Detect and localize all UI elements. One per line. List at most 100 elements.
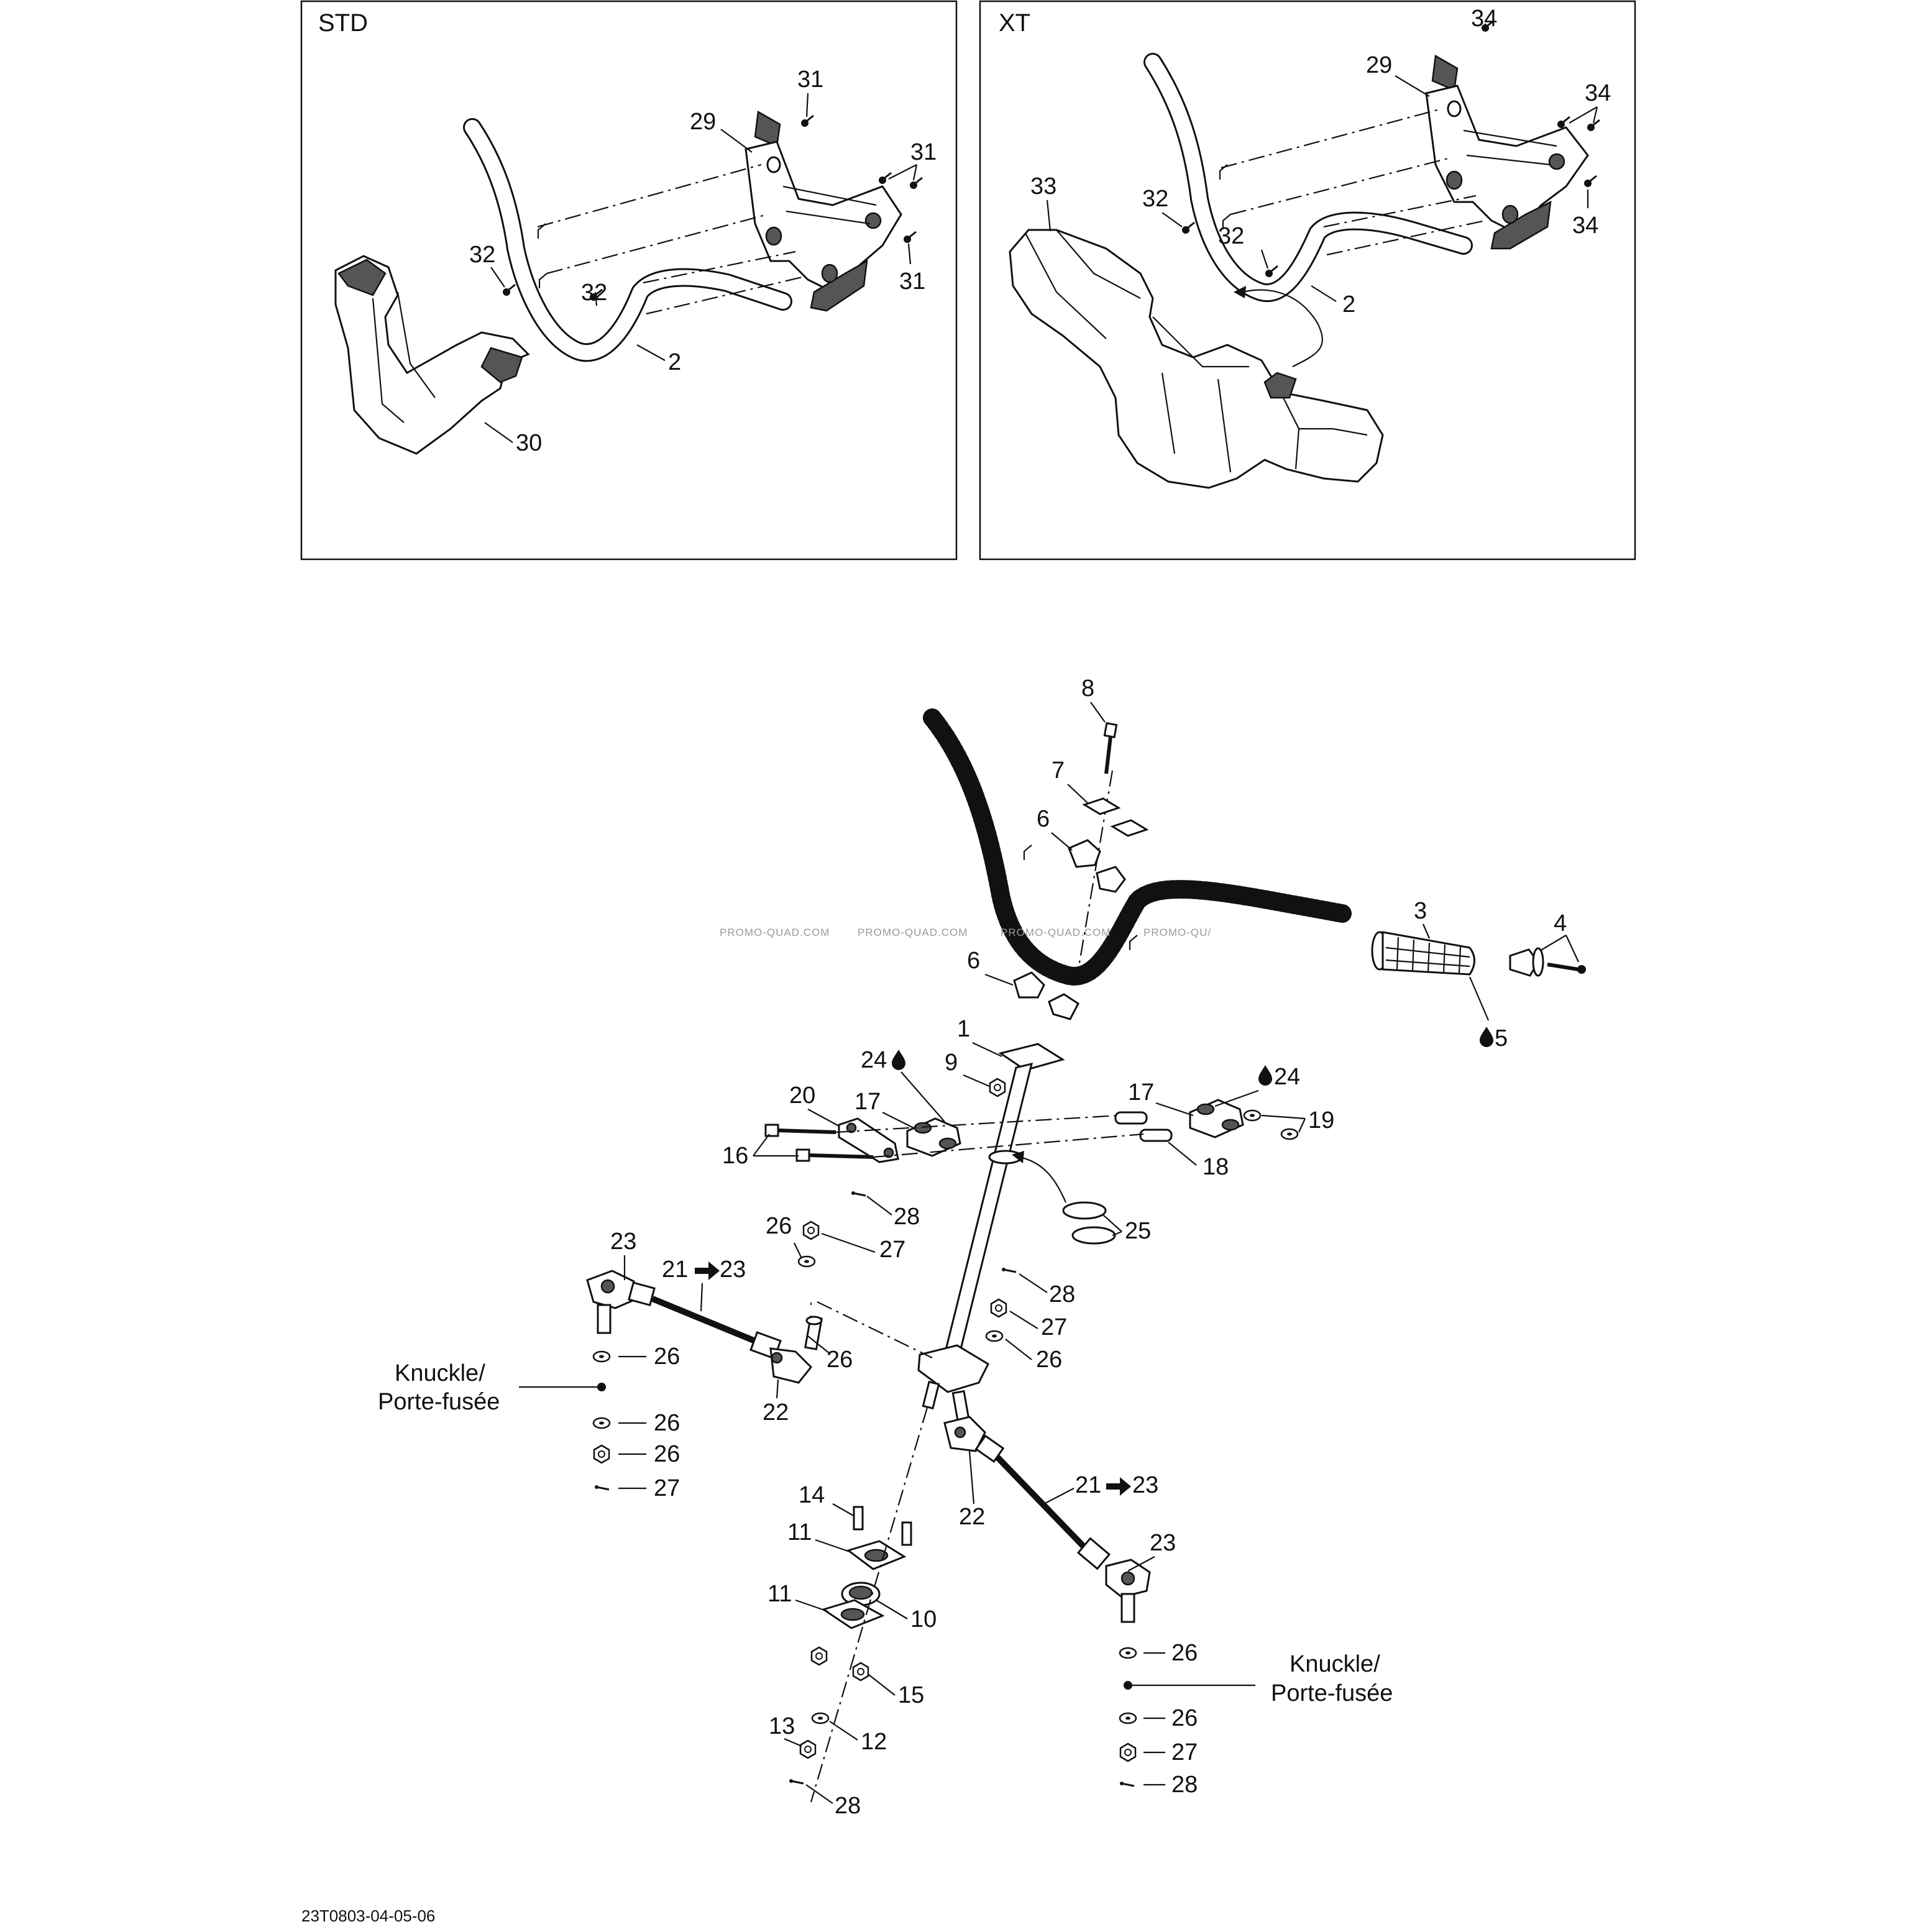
watermark: PROMO-QUAD.COM: [720, 927, 830, 938]
callout: 31: [910, 139, 937, 165]
callout: 23: [1132, 1472, 1158, 1498]
right-tie-rod: [943, 1390, 1151, 1623]
bar-end-4: [1509, 947, 1586, 977]
callout: 26: [766, 1213, 792, 1239]
callout: 26: [1171, 1705, 1198, 1731]
clamp-plate-7b: [1110, 819, 1149, 837]
arrow-right-icon: [695, 1261, 720, 1280]
callout: 14: [799, 1482, 825, 1508]
callout: 28: [1171, 1772, 1198, 1798]
callout: 32: [1142, 186, 1168, 212]
cotter-pin-28c: [593, 1484, 610, 1491]
callout: 9: [945, 1050, 958, 1076]
callout: 28: [1049, 1281, 1075, 1307]
callout: 26: [654, 1344, 680, 1370]
callout: 26: [1036, 1347, 1062, 1373]
cotter-pin-28d: [788, 1778, 805, 1785]
callout: 11: [767, 1581, 792, 1607]
arrow-right-icon: [1106, 1477, 1131, 1496]
nut-9: [989, 1078, 1006, 1097]
cotter-pin-28: [850, 1190, 867, 1197]
callout: 20: [789, 1083, 815, 1109]
knuckle-label: Porte-fusée: [378, 1389, 500, 1415]
callout: 23: [720, 1257, 746, 1283]
washer-26c: [592, 1350, 611, 1363]
callout: 28: [835, 1793, 861, 1819]
std-panel-title: STD: [318, 9, 368, 37]
bolts-16: [764, 1124, 874, 1162]
callout: 30: [516, 430, 542, 456]
washer-26f: [1119, 1712, 1137, 1724]
washer-26d: [592, 1417, 611, 1429]
callout: 13: [769, 1713, 795, 1739]
callout: 11: [787, 1519, 812, 1545]
bearing-assembly: [810, 1506, 912, 1682]
callout: 28: [894, 1204, 920, 1230]
callout: 33: [1030, 173, 1056, 199]
callout: 26: [1171, 1640, 1198, 1666]
callout: 12: [861, 1729, 887, 1755]
upper-clamp-6: [1068, 839, 1101, 868]
callout: 1: [957, 1016, 970, 1042]
bolt-8: [1103, 722, 1118, 774]
lower-clamp-6: [1013, 971, 1045, 999]
nut-27d: [1119, 1742, 1137, 1762]
nut-27b: [990, 1298, 1007, 1318]
cotter-pin-28b: [1001, 1266, 1017, 1273]
callout: 8: [1081, 675, 1094, 702]
spacer-18b: [1139, 1129, 1173, 1142]
callout: 24: [861, 1047, 887, 1073]
callout: 15: [898, 1682, 924, 1708]
nut-27: [802, 1220, 820, 1240]
callout: 16: [722, 1143, 748, 1169]
nut-27c: [593, 1444, 610, 1464]
callout: 24: [1274, 1064, 1300, 1090]
ghost-handlebar: [923, 708, 1352, 986]
lower-clamp-6b: [1048, 993, 1079, 1020]
callout: 6: [1037, 806, 1050, 832]
oil-drop-icon: [1258, 1065, 1272, 1086]
callout: 27: [1171, 1739, 1198, 1765]
bushing-17-left: [906, 1117, 961, 1157]
steering-column-1: [917, 1043, 1065, 1410]
callout: 32: [1218, 223, 1244, 249]
callout: 34: [1585, 80, 1611, 106]
washer-19a: [1243, 1109, 1262, 1122]
callout: 18: [1203, 1154, 1229, 1180]
bushing-17-right: [1189, 1099, 1244, 1138]
cotter-pin-28e: [1119, 1780, 1135, 1787]
callout: 26: [827, 1347, 853, 1373]
watermark: PROMO-QU/: [1143, 927, 1211, 938]
callout: 32: [581, 280, 607, 306]
steering-assembly: PROMO-QUAD.COM PROMO-QUAD.COM PROMO-QUAD…: [378, 675, 1586, 1819]
callout: 34: [1471, 6, 1497, 32]
callout: 26: [654, 1441, 680, 1467]
callout: 29: [1366, 52, 1392, 78]
callout: 4: [1554, 910, 1567, 936]
callout: 6: [967, 948, 980, 974]
nut-15b: [852, 1662, 869, 1682]
callout: 31: [797, 66, 823, 93]
callout: 29: [690, 109, 716, 135]
callout: 26: [654, 1410, 680, 1436]
o-ring-25a: [1062, 1201, 1107, 1220]
nut-13: [799, 1739, 817, 1759]
watermark: PROMO-QUAD.COM: [1001, 927, 1111, 938]
callout: 31: [899, 268, 925, 295]
callout: 23: [1150, 1530, 1176, 1556]
spacer-18a: [1114, 1111, 1148, 1125]
xt-panel-title: XT: [999, 9, 1030, 37]
knuckle-label: Porte-fusée: [1271, 1680, 1393, 1706]
oil-drop-icon: [1480, 1027, 1493, 1047]
callout: 2: [1342, 291, 1355, 318]
callout: 32: [469, 242, 495, 268]
upper-clamp-6b: [1096, 866, 1126, 893]
reference-code: 23T0803-04-05-06: [301, 1907, 435, 1925]
std-handlebar-cover: [334, 255, 530, 455]
washer-19b: [1280, 1128, 1299, 1140]
callout: 21: [662, 1257, 688, 1283]
callout: 23: [610, 1229, 636, 1255]
clamp-plate-7: [1082, 797, 1121, 815]
xt-hand-guard-support: [1425, 54, 1589, 250]
